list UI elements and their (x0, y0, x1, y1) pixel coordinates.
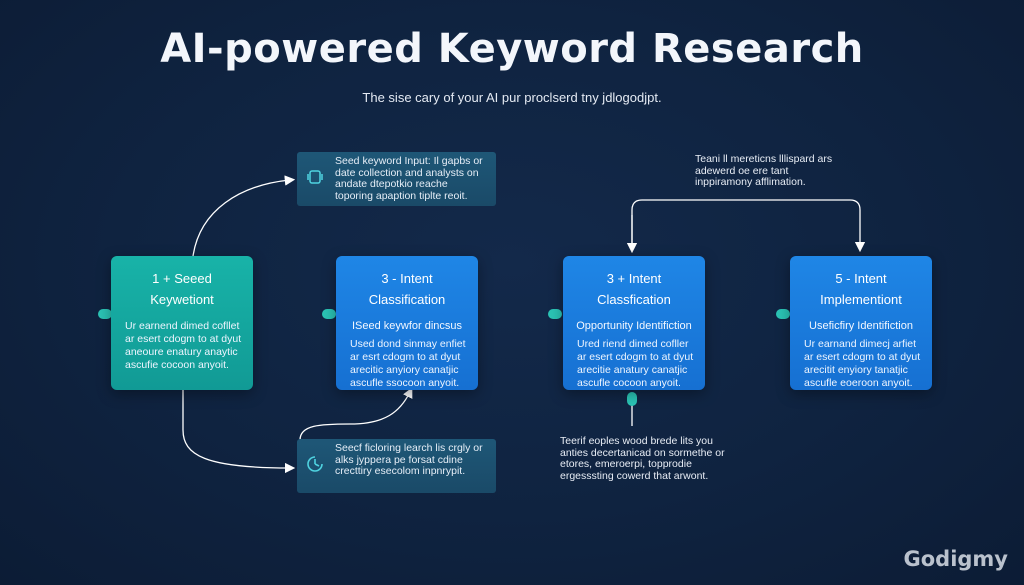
step-title: 3 - Intent Classification (368, 271, 446, 307)
step-title: 1 + Seeed Keywetiont (150, 271, 214, 307)
step4-connector-dot (776, 309, 790, 319)
step-subtitle: ISeed keywfor dincsus (351, 320, 463, 332)
connector-info-bottom-to-step2 (299, 387, 413, 441)
connector-step1-to-info-bottom (182, 390, 296, 474)
step-body: Ured riend dimed cofller ar esert cdogm … (577, 338, 694, 389)
step-body: Ur earnend dimed cofllet ar esert cdogm … (125, 320, 242, 371)
info-box-top: Seed keyword Input: Il gapbs or date col… (297, 152, 496, 206)
info-box-text: Seecf ficloring learch lis crgly or alks… (335, 442, 483, 477)
info-box-text: Seed keyword Input: Il gapbs or date col… (335, 155, 483, 202)
brand-logo: Godigmy (903, 547, 1009, 571)
connector-loop-step3-step4 (631, 199, 866, 253)
page-subtitle: The sise cary of your AI pur proclserd t… (362, 90, 662, 105)
connector-step1-to-info-top (192, 175, 296, 257)
note-top: Teani ll mereticns lllispard ars adewerd… (695, 153, 833, 188)
step-card-4: 5 - Intent Implementiont Useficfiry Iden… (790, 256, 932, 390)
step-card-1: 1 + Seeed Keywetiont Ur earnend dimed co… (111, 256, 253, 390)
step-title: 3 + Intent Classfication (597, 271, 671, 307)
info-box-bottom: Seecf ficloring learch lis crgly or alks… (297, 439, 496, 493)
step-card-3: 3 + Intent Classfication Opportunity Ide… (563, 256, 705, 390)
step1-connector-dot (98, 309, 112, 319)
note-bottom: Teerif eoples wood brede lits you anties… (560, 435, 725, 482)
step-subtitle: Opportunity Identifiction (576, 320, 692, 332)
chart-icon (306, 455, 324, 473)
page-title: AI-powered Keyword Research (160, 26, 864, 72)
step-subtitle: Useficfiry Identifiction (809, 320, 913, 332)
connector-node (627, 392, 637, 406)
step-card-2: 3 - Intent Classification ISeed keywfor … (336, 256, 478, 390)
step-body: Ur earnand dimecj arfiet ar esert cdogm … (804, 338, 921, 389)
step3-connector-dot (548, 309, 562, 319)
step-body: Used dond sinmay enfiet ar esrt cdogm to… (350, 338, 466, 389)
device-icon (306, 168, 324, 186)
step-title: 5 - Intent Implementiont (820, 271, 902, 307)
step2-connector-dot (322, 309, 336, 319)
